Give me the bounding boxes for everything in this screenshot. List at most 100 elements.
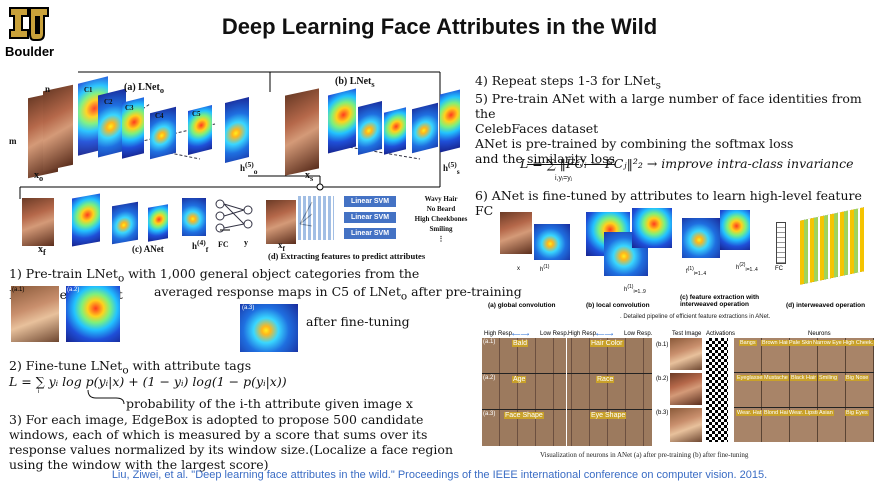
neuron-tag: Pale Skin: [788, 340, 814, 346]
label-xo: xo: [34, 170, 44, 183]
formula-similarity-loss: L = ∑ ‖FCᵢ − FCⱼ‖²₂ → improve intra-clas…: [520, 156, 854, 171]
step-5-line-1: 5) Pre-train ANet with a large number of…: [475, 91, 862, 121]
label-anet: (c) ANet: [132, 244, 164, 254]
anet-map-c1: [72, 193, 100, 247]
pipeline-caption-d: (d) interweaved operation: [786, 302, 866, 309]
label-c5: C5: [192, 110, 201, 118]
caption-after-finetune: after fine-tuning: [306, 314, 410, 329]
pipeline-fc-label: FC: [775, 266, 783, 272]
neuron-tag: Blond Hair: [763, 410, 791, 416]
svm-box-3: Linear SVM: [344, 228, 396, 239]
label-fc: FC: [218, 240, 229, 249]
neuron-tag: Wear. Lipstick: [788, 410, 825, 416]
attribute-item: High Cheekbones: [414, 215, 468, 223]
label-xf: xf: [38, 244, 46, 257]
tag-age: Age: [512, 376, 527, 383]
feature-histogram: [298, 196, 334, 240]
label-c4: C4: [155, 112, 164, 120]
pipeline-interweave-2: [720, 210, 750, 250]
logo-text: Boulder: [5, 44, 55, 59]
brace-icon: [87, 389, 125, 405]
anet-map-c4: [182, 198, 206, 236]
tag-hair-color: Hair Color: [590, 340, 624, 347]
label-hs5: h(5)s: [443, 160, 460, 176]
heatmap-a3: [240, 304, 298, 352]
svm-box-2: Linear SVM: [344, 212, 396, 223]
page-title: Deep Learning Face Attributes in the Wil…: [221, 14, 658, 39]
input-image-xo-back: [43, 84, 73, 172]
neuron-tag: Black Hair: [790, 375, 818, 381]
fc-network-icon: [215, 199, 253, 233]
step-5: 5) Pre-train ANet with a large number of…: [475, 91, 875, 166]
label-xf2: xf: [278, 240, 285, 253]
formula-similarity-sub: i,yᵢ=yⱼ: [555, 175, 572, 182]
neuron-grid-right: [734, 338, 874, 442]
tag-bald: Bald: [512, 340, 529, 347]
feature-map-s4: [412, 102, 438, 154]
neuron-tag: Big Eyes: [845, 410, 869, 416]
formula-ft-note: probability of the i-th attribute given …: [126, 396, 413, 411]
pipeline-local-3: [632, 208, 672, 248]
label-lnet-o: (a) LNeto: [124, 82, 164, 95]
attribute-item: Smiling: [429, 225, 453, 233]
panel-a1: (a.1): [12, 287, 25, 293]
neuron-head-4: Low Resp.: [624, 331, 653, 337]
label-y: y: [244, 238, 248, 247]
input-image-xs: [285, 88, 319, 176]
pipeline-interweave-1: [682, 218, 720, 258]
tag-eye-shape: Eye Shape: [590, 412, 627, 419]
label-n: n: [45, 84, 51, 94]
citation: Liu, Ziwei, et al. "Deep learning face a…: [111, 469, 768, 481]
step-2: 2) Fine-tune LNeto with attribute tags: [9, 358, 252, 377]
pipeline-hi19: h(1)i=1..9: [624, 284, 646, 296]
step-4: 4) Repeat steps 1-3 for LNets: [475, 73, 661, 92]
test-image-1: [670, 338, 702, 370]
label-hf4: h(4)f: [192, 238, 209, 254]
neuron-grid-left: [482, 338, 652, 446]
neuron-tag: Asian: [818, 410, 834, 416]
cu-logo-icon: [9, 7, 49, 41]
panel-a3: (a.3): [242, 305, 255, 311]
neuron-head-3: High Resp.: [568, 331, 598, 337]
panel-a2: (a.2): [67, 287, 80, 293]
feature-map-hs5: [440, 89, 460, 153]
pipeline-caption-b: (b) local convolution: [586, 302, 650, 309]
input-image-xf: [22, 198, 54, 246]
neuron-tag: Narrow Eyes: [812, 340, 846, 346]
attribute-item: No Beard: [426, 205, 456, 213]
pipeline-caption-a: (a) global convolution: [488, 302, 556, 309]
label-lnet-s: (b) LNets: [335, 76, 375, 89]
caption-response-maps: averaged response maps in C5 of LNeto af…: [154, 284, 522, 303]
step-5-line-4: and the similarity loss: [475, 151, 616, 166]
pipeline-interweave-grid: [800, 207, 864, 285]
neuron-tag: Brown Hair: [761, 340, 791, 346]
feature-map-s2: [358, 101, 382, 155]
formula-ft-loss: L = ∑ yᵢ log p(yᵢ|x) + (1 − yᵢ) log(1 − …: [9, 374, 287, 389]
neuron-tag: High Cheek.: [842, 340, 875, 346]
attribute-list: Wavy Hair No Beard High Cheekbones Smili…: [408, 194, 474, 244]
step-5-line-3: ANet is pre-trained by combining the sof…: [475, 136, 794, 151]
svm-box-1: Linear SVM: [344, 196, 396, 207]
pipeline-hi14: h(2)i=1..4: [736, 262, 758, 274]
pipeline-h1: [534, 224, 570, 260]
arrow-icon: ⟵⟶: [596, 332, 614, 338]
pipeline-fi14: f(1)i=1..4: [686, 266, 707, 278]
photo-a1: [11, 286, 59, 342]
neuron-tag: Eyeglasses: [736, 375, 767, 381]
neuron-head-neurons: Neurons: [808, 331, 831, 337]
step-5-line-2: CelebFaces dataset: [475, 121, 599, 136]
feature-map-s3: [384, 107, 406, 155]
step-6: 6) ANet is fine-tuned by attributes to l…: [475, 188, 862, 218]
attribute-item: Wavy Hair: [424, 195, 458, 203]
activations-strip: [706, 338, 728, 442]
anet-map-c3: [148, 204, 168, 242]
row-id: (a.1): [483, 339, 496, 345]
neuron-tag: Wear. Hat: [736, 410, 763, 416]
heatmap-a2: [66, 286, 120, 342]
row-id: (b.2): [656, 376, 669, 382]
pipeline-fc-vector: [776, 222, 786, 264]
test-image-2: [670, 373, 702, 405]
formula-ft-sub: i: [38, 389, 40, 395]
neuron-head-1: High Resp.: [484, 331, 514, 337]
neuron-tag: Big Nose: [845, 375, 870, 381]
